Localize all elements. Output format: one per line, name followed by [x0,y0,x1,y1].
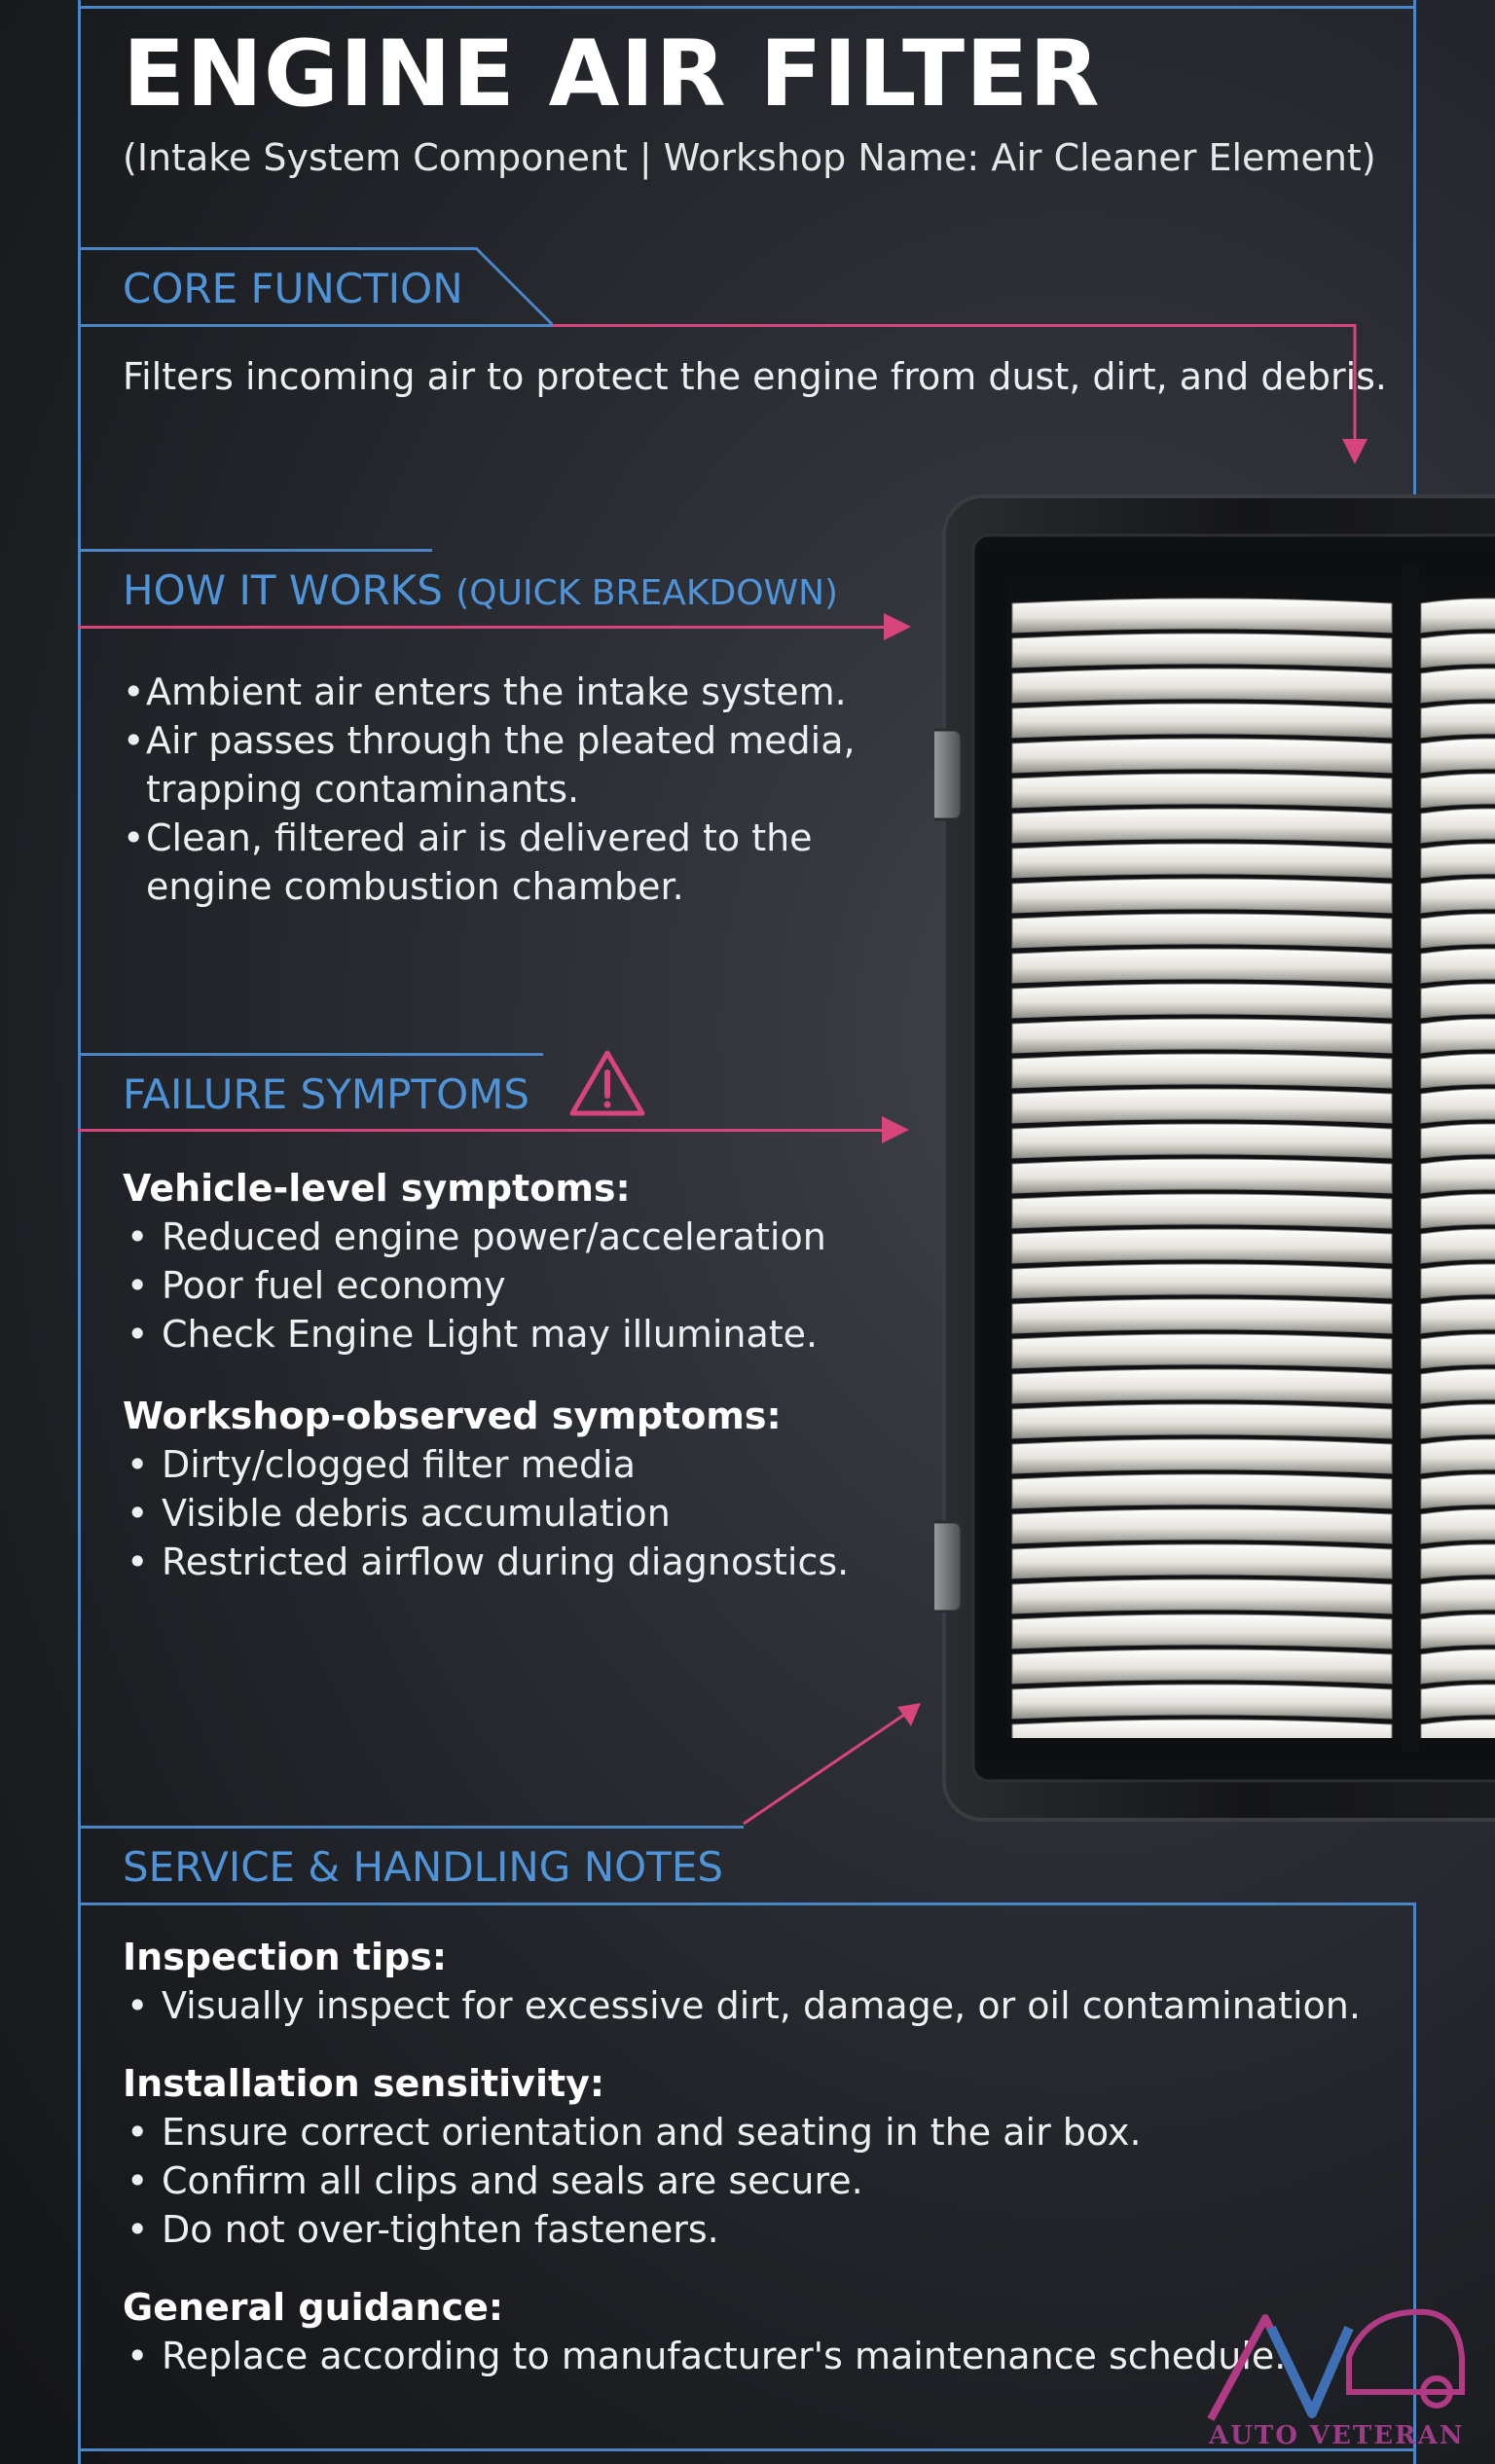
service-group-label: Inspection tips: [123,1936,448,1978]
how-it-works-arrow [884,613,911,640]
service-notes-divider [78,1902,1416,1905]
symptom-item: Dirty/clogged filter media [123,1440,921,1489]
failure-symptoms-arrow-line [78,1129,895,1132]
failure-symptoms-content: Vehicle-level symptoms: Reduced engine p… [123,1164,921,1615]
how-it-works-item: Clean, filtered air is delivered to the … [123,814,872,911]
symptom-group-workshop: Workshop-observed symptoms: Dirty/clogge… [123,1392,921,1586]
core-function-arrow [1342,324,1367,464]
failure-symptoms-arrow [882,1116,909,1143]
service-group-inspection: Inspection tips: Visually inspect for ex… [123,1933,1388,2030]
how-it-works-item: Ambient air enters the intake system. [123,668,872,716]
frame-top-border [78,6,1416,9]
watermark-text: AUTO VETERAN [1209,2421,1465,2450]
symptom-group-vehicle: Vehicle-level symptoms: Reduced engine p… [123,1164,921,1359]
frame-right-border-bottom [1413,1902,1416,2464]
core-function-tab-slant [475,247,553,327]
how-it-works-list-container: Ambient air enters the intake system. Ai… [123,668,872,911]
core-function-tab-top [78,247,477,250]
page-title: ENGINE AIR FILTER [123,21,1101,127]
filter-pleats [1011,598,1495,1755]
service-notes-arrow [743,1703,921,1826]
service-group-installation: Installation sensitivity: Ensure correct… [123,2059,1388,2254]
service-item: Replace according to manufacturer's main… [123,2332,1388,2380]
symptom-item: Reduced engine power/acceleration [123,1213,921,1261]
symptom-group-label: Workshop-observed symptoms: [123,1395,782,1437]
air-filter-image [934,494,1495,1822]
symptom-item: Restricted airflow during diagnostics. [123,1538,921,1586]
core-function-divider [78,324,555,327]
symptom-item: Check Engine Light may illuminate. [123,1310,921,1359]
failure-symptoms-heading: FAILURE SYMPTOMS [123,1070,530,1118]
auto-veteran-logo-icon [1207,2308,1465,2421]
service-notes-tab-top [78,1826,744,1829]
symptom-item: Visible debris accumulation [123,1489,921,1538]
service-group-guidance: General guidance: Replace according to m… [123,2283,1388,2380]
page-subtitle: (Intake System Component | Workshop Name… [123,136,1376,179]
service-item: Confirm all clips and seals are secure. [123,2156,1388,2205]
frame-bottom-border [78,2448,1416,2451]
symptom-group-label: Vehicle-level symptoms: [123,1167,631,1210]
how-it-works-arrow-line [78,626,897,629]
how-it-works-heading-main: HOW IT WORKS [123,566,443,614]
service-item: Visually inspect for excessive dirt, dam… [123,1981,1388,2030]
core-function-heading: CORE FUNCTION [123,265,463,312]
core-function-arrow-line [553,324,1355,327]
how-it-works-heading: HOW IT WORKS (QUICK BREAKDOWN) [123,570,838,611]
service-group-label: Installation sensitivity: [123,2062,605,2105]
warning-triangle-icon [569,1050,645,1116]
how-it-works-tab-top [78,549,432,552]
symptom-item: Poor fuel economy [123,1261,921,1310]
how-it-works-item: Air passes through the pleated media, tr… [123,716,872,814]
how-it-works-heading-suffix: (QUICK BREAKDOWN) [456,573,839,613]
core-function-text: Filters incoming air to protect the engi… [123,355,1388,398]
service-notes-heading: SERVICE & HANDLING NOTES [123,1843,724,1891]
service-item: Ensure correct orientation and seating i… [123,2108,1388,2156]
failure-symptoms-tab-top [78,1053,543,1056]
service-notes-content: Inspection tips: Visually inspect for ex… [123,1933,1388,2410]
service-item: Do not over-tighten fasteners. [123,2205,1388,2254]
frame-left-border [78,0,81,2464]
service-group-label: General guidance: [123,2286,504,2329]
frame-right-border-top [1413,0,1416,494]
